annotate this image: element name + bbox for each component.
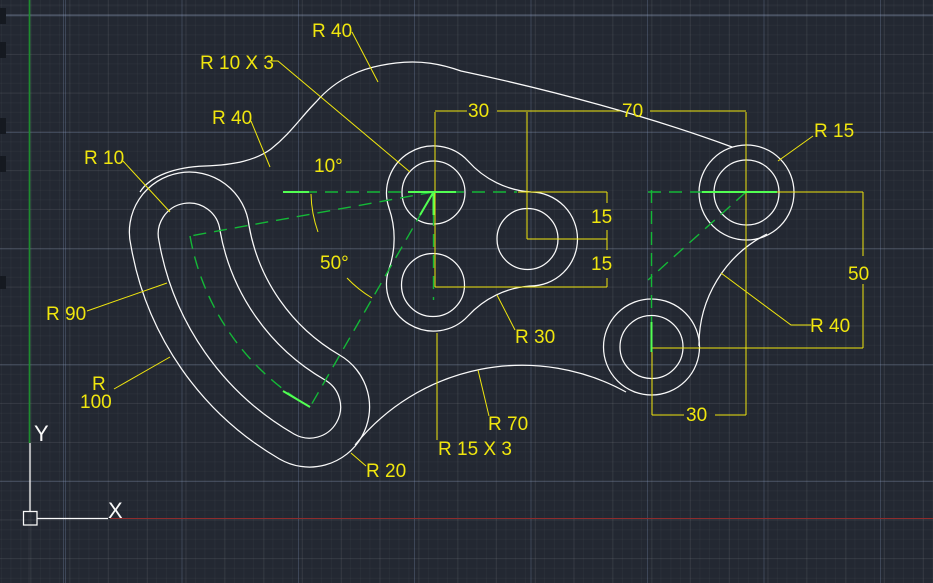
left-edge-artifact bbox=[0, 8, 6, 24]
ucs-origin-square bbox=[22, 510, 38, 526]
dim-label-r90[interactable]: R 90 bbox=[46, 304, 86, 325]
dim-label-dim-70[interactable]: 70 bbox=[622, 101, 643, 122]
centerline-ray-60deg[interactable] bbox=[309, 191, 435, 408]
dim-label-dim-50[interactable]: 50 bbox=[848, 264, 869, 285]
leader-r10x3[interactable] bbox=[268, 60, 411, 173]
ucs-icon: Y X bbox=[22, 421, 123, 526]
dim-extension-left-vertical[interactable] bbox=[434, 112, 607, 288]
centerline-ray-10deg[interactable] bbox=[189, 191, 434, 237]
kidney-boss-outline[interactable] bbox=[128, 171, 371, 468]
clover-boss-outline[interactable] bbox=[385, 145, 579, 332]
dim-label-r30[interactable]: R 30 bbox=[515, 327, 555, 348]
leader-r40-upper-left[interactable] bbox=[250, 120, 271, 168]
curved-slot-outline[interactable] bbox=[157, 202, 342, 439]
dim-label-r10[interactable]: R 10 bbox=[84, 148, 124, 169]
bottom-arc-r70[interactable] bbox=[354, 364, 627, 446]
dim-line-50-right[interactable] bbox=[652, 191, 864, 349]
fillet-arc-right-r40[interactable] bbox=[698, 233, 768, 347]
dim-label-r70[interactable]: R 70 bbox=[488, 414, 528, 435]
dim-extension-mid-vertical[interactable] bbox=[526, 112, 607, 240]
dim-label-r15-right[interactable]: R 15 bbox=[814, 121, 854, 142]
dim-label-dim-30-top[interactable]: 30 bbox=[468, 101, 489, 122]
dim-label-r40-right[interactable]: R 40 bbox=[810, 316, 850, 337]
dim-label-r40-top[interactable]: R 40 bbox=[312, 21, 352, 42]
dim-label-r15x3[interactable]: R 15 X 3 bbox=[438, 439, 512, 460]
centerline-bright-segments bbox=[282, 191, 777, 408]
ucs-x-label: X bbox=[108, 498, 123, 523]
dim-label-r40-upper-left[interactable]: R 40 bbox=[212, 108, 252, 129]
leader-r30[interactable] bbox=[496, 294, 516, 331]
leader-r70[interactable] bbox=[477, 369, 490, 417]
dim-line-30-bottom[interactable] bbox=[651, 348, 746, 416]
dim-label-r100-line2[interactable]: 100 bbox=[80, 392, 112, 413]
leader-r100[interactable] bbox=[113, 356, 171, 390]
dim-line-15-15-vertical[interactable] bbox=[518, 191, 608, 287]
dim-label-r100-line1[interactable]: R bbox=[92, 374, 106, 395]
leader-r15-right[interactable] bbox=[777, 135, 814, 162]
left-edge-artifact bbox=[0, 156, 6, 172]
centerline-diagonal-right[interactable] bbox=[647, 191, 747, 281]
leader-r10[interactable] bbox=[122, 160, 171, 213]
dim-label-r10x3[interactable]: R 10 X 3 bbox=[200, 53, 274, 74]
leader-r40-top[interactable] bbox=[351, 31, 379, 83]
leader-r20[interactable] bbox=[350, 452, 367, 467]
left-edge-artifact bbox=[0, 42, 6, 58]
dim-label-angle-10[interactable]: 10° bbox=[314, 156, 343, 177]
dim-label-dim-15-upper[interactable]: 15 bbox=[591, 207, 612, 228]
part-outline-top[interactable] bbox=[139, 61, 733, 193]
left-edge-artifact bbox=[0, 276, 6, 289]
dim-label-dim-15-lower[interactable]: 15 bbox=[591, 254, 612, 275]
hole-circle-center-bottom[interactable] bbox=[400, 252, 466, 318]
dim-label-angle-50[interactable]: 50° bbox=[320, 253, 349, 274]
slot-centerline-arc[interactable] bbox=[189, 235, 311, 408]
left-edge-artifact bbox=[0, 118, 6, 134]
dimension-lines[interactable] bbox=[86, 31, 864, 467]
ucs-y-label: Y bbox=[34, 421, 49, 446]
dim-label-dim-30-bottom[interactable]: 30 bbox=[686, 405, 707, 426]
angle-dim-arc[interactable] bbox=[310, 193, 373, 299]
centerlines[interactable] bbox=[189, 190, 777, 408]
dim-label-r20[interactable]: R 20 bbox=[366, 461, 406, 482]
leader-r90[interactable] bbox=[86, 282, 168, 312]
leader-r40-right[interactable] bbox=[720, 272, 811, 326]
